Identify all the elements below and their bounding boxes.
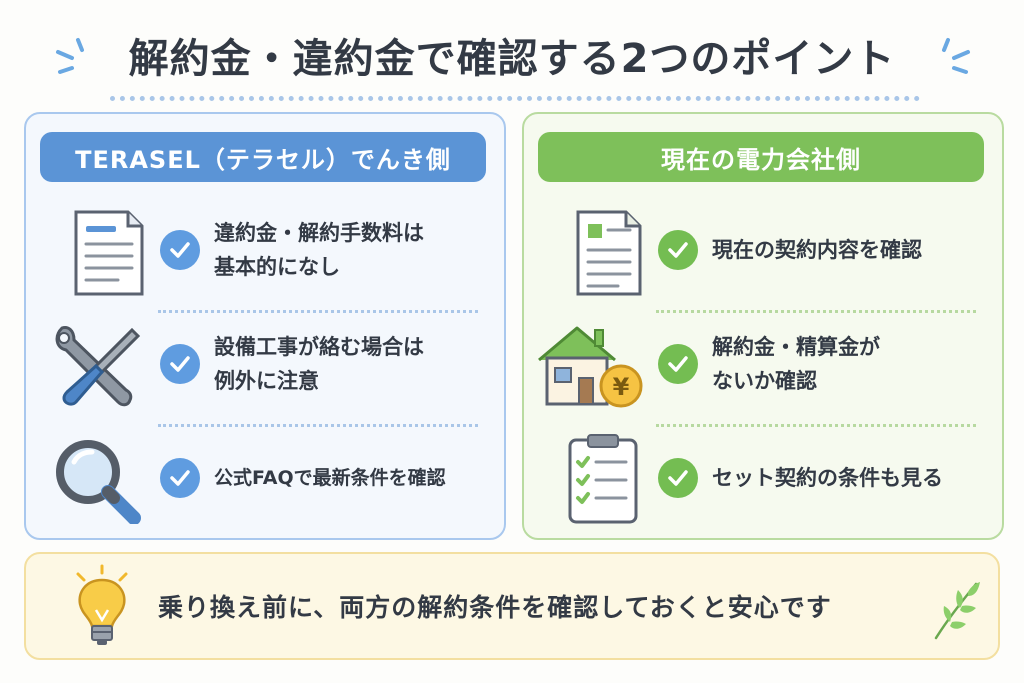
magnifier-icon	[56, 440, 141, 524]
item-text: 設備工事が絡む場合は 例外に注意	[214, 314, 494, 414]
list-item: 違約金・解約手数料は 基本的になし	[26, 200, 504, 300]
row-divider	[158, 424, 478, 427]
item-text: セット契約の条件も見る	[712, 428, 992, 528]
sparkle-left-icon	[56, 38, 84, 74]
list-item: 公式FAQで最新条件を確認	[26, 428, 504, 528]
tip-message: 乗り換え前に、両方の解約条件を確認しておくと安心です	[158, 593, 832, 622]
item-line: 解約金・精算金が	[712, 335, 880, 359]
tip-banner: 乗り換え前に、両方の解約条件を確認しておくと安心です	[24, 552, 1000, 660]
check-icon	[658, 230, 698, 270]
list-item: 現在の契約内容を確認	[524, 200, 1002, 300]
item-text: 違約金・解約手数料は 基本的になし	[214, 200, 494, 300]
item-line: 基本的になし	[214, 255, 340, 279]
item-line: 例外に注意	[214, 369, 319, 393]
sparkle-right-icon	[942, 38, 970, 74]
item-line: ないか確認	[712, 369, 817, 393]
item-text: 公式FAQで最新条件を確認	[214, 428, 494, 528]
row-divider	[656, 424, 976, 427]
item-line: 違約金・解約手数料は	[214, 221, 424, 245]
current-provider-header: 現在の電力会社側	[538, 132, 984, 182]
list-item: セット契約の条件も見る	[524, 428, 1002, 528]
item-line: 公式FAQで最新条件を確認	[214, 467, 446, 489]
document-icon	[74, 210, 144, 296]
item-text: 解約金・精算金が ないか確認	[712, 314, 992, 414]
house-yen-icon: ¥	[538, 326, 643, 408]
terasel-header: TERASEL（テラセル）でんき側	[40, 132, 486, 182]
check-icon	[658, 344, 698, 384]
item-line: 現在の契約内容を確認	[712, 238, 922, 262]
terasel-panel: TERASEL（テラセル）でんき側 違約金・解約手数料は 基本的になし	[24, 112, 506, 540]
leaf-icon	[934, 582, 980, 640]
clipboard-icon	[568, 434, 638, 524]
check-icon	[160, 458, 200, 498]
check-icon	[160, 344, 200, 384]
list-item: ¥ 解約金・精算金が ないか確認	[524, 314, 1002, 414]
title-divider	[110, 96, 920, 101]
check-icon	[658, 458, 698, 498]
tools-icon	[55, 326, 141, 407]
current-provider-panel: 現在の電力会社側 現在の契約内容を確認	[522, 112, 1004, 540]
check-icon	[160, 230, 200, 270]
lightbulb-icon	[76, 564, 128, 645]
page-title: 解約金・違約金で確認する2つのポイント	[128, 36, 896, 82]
document-icon	[576, 210, 642, 296]
row-divider	[656, 310, 976, 313]
row-divider	[158, 310, 478, 313]
item-line: セット契約の条件も見る	[712, 466, 943, 490]
item-line: 設備工事が絡む場合は	[214, 335, 424, 359]
item-text: 現在の契約内容を確認	[712, 200, 992, 300]
yen-symbol: ¥	[613, 373, 630, 401]
list-item: 設備工事が絡む場合は 例外に注意	[26, 314, 504, 414]
